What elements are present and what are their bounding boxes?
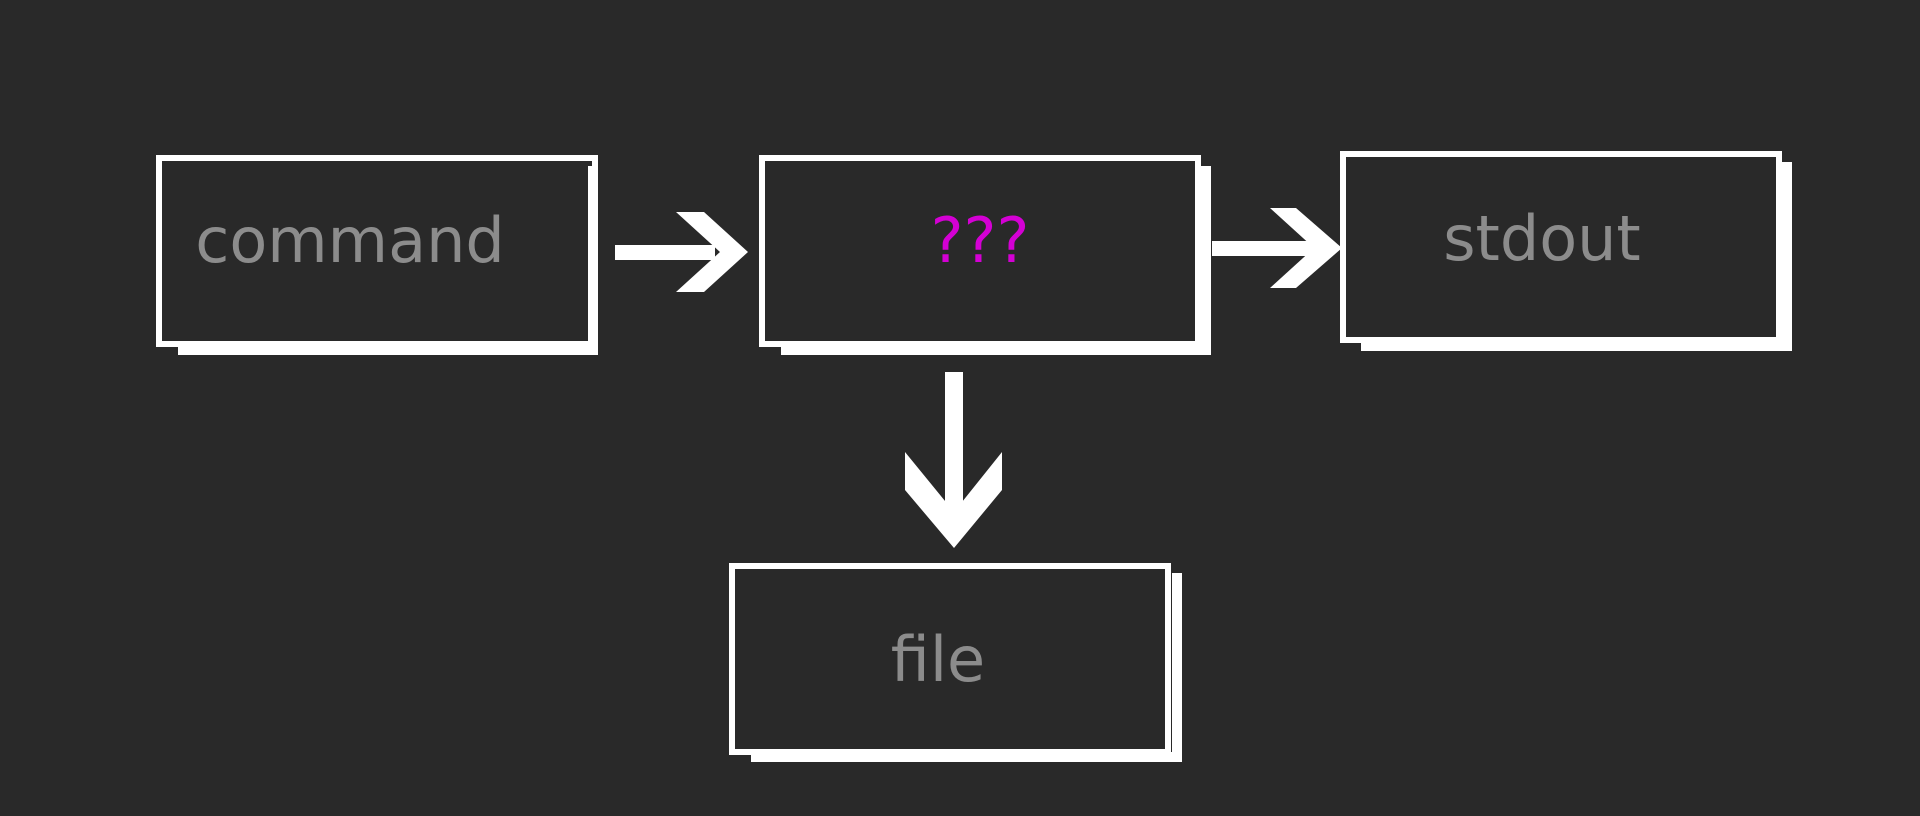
node-stdout-box <box>1340 151 1782 343</box>
node-file-shadow <box>751 573 1182 762</box>
edge-unknown-to-stdout <box>1212 208 1342 288</box>
node-file-box <box>729 563 1171 755</box>
node-unknown: ??? <box>759 155 1211 355</box>
node-file: file <box>729 563 1182 762</box>
edge-unknown-to-file <box>905 372 1002 548</box>
node-stdout: stdout <box>1340 151 1792 351</box>
node-unknown-shadow <box>781 166 1211 355</box>
node-stdout-shadow <box>1361 162 1792 351</box>
node-stdout-label: stdout <box>1443 202 1641 275</box>
node-unknown-box <box>759 155 1201 347</box>
edge-unknown-to-stdout-arrowhead <box>1270 208 1342 288</box>
edge-command-to-unknown-arrowhead <box>676 212 748 292</box>
edge-command-to-unknown <box>615 212 748 292</box>
node-file-label: file <box>891 623 985 696</box>
node-unknown-label: ??? <box>931 204 1030 277</box>
edge-unknown-to-stdout-shaft <box>1212 241 1322 256</box>
node-command-label: command <box>195 204 504 277</box>
edge-unknown-to-file-arrowhead <box>905 452 1002 548</box>
node-command: command <box>156 155 598 355</box>
edge-command-to-unknown-shaft <box>615 245 715 260</box>
node-command-box <box>156 155 598 347</box>
edge-unknown-to-file-shaft <box>945 372 963 512</box>
